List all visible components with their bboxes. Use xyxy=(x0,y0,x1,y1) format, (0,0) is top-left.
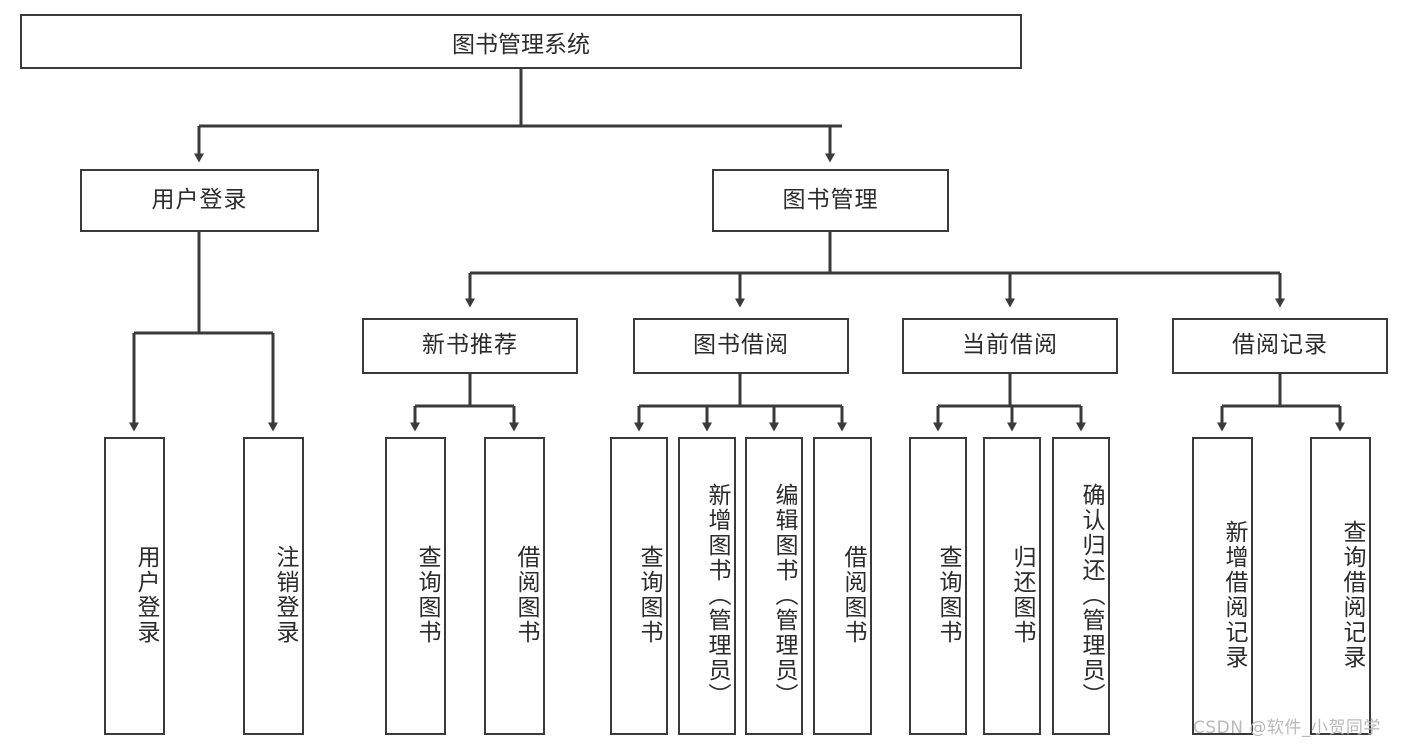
leaf-add-record-label: 新增借阅记录 xyxy=(1221,520,1247,670)
leaf-edit-book-label: 编辑图书（管理员） xyxy=(771,482,797,708)
node-user-login-label: 用户登录 xyxy=(151,186,248,213)
leaf-add-book-label: 新增图书（管理员） xyxy=(704,482,730,708)
leaf-query-book-2[interactable]: 查询图书 xyxy=(610,437,668,735)
leaf-user-login-label: 用户登录 xyxy=(133,545,159,645)
leaf-add-record[interactable]: 新增借阅记录 xyxy=(1192,437,1253,735)
leaf-query-record[interactable]: 查询借阅记录 xyxy=(1310,437,1371,735)
leaf-query-book-1-label: 查询图书 xyxy=(414,545,440,645)
leaf-borrow-book-2-label: 借阅图书 xyxy=(840,545,866,645)
leaf-query-record-label: 查询借阅记录 xyxy=(1339,520,1365,670)
leaf-borrow-book-1[interactable]: 借阅图书 xyxy=(484,437,545,735)
node-book-borrow-label: 图书借阅 xyxy=(693,332,789,359)
leaf-user-login[interactable]: 用户登录 xyxy=(104,437,165,735)
node-new-book-rec[interactable]: 新书推荐 xyxy=(362,318,578,374)
node-book-manage-label: 图书管理 xyxy=(782,186,879,213)
node-current-borrow[interactable]: 当前借阅 xyxy=(902,318,1118,374)
node-current-borrow-label: 当前借阅 xyxy=(962,332,1058,359)
leaf-query-book-3[interactable]: 查询图书 xyxy=(909,437,967,735)
node-new-book-rec-label: 新书推荐 xyxy=(422,332,518,359)
csdn-watermark: CSDN @软件_小贺同学 xyxy=(1193,718,1381,738)
leaf-query-book-3-label: 查询图书 xyxy=(935,545,961,645)
node-root-label: 图书管理系统 xyxy=(452,31,590,58)
leaf-borrow-book-1-label: 借阅图书 xyxy=(513,545,539,645)
leaf-edit-book[interactable]: 编辑图书（管理员） xyxy=(745,437,803,735)
leaf-return-book[interactable]: 归还图书 xyxy=(983,437,1041,735)
leaf-confirm-return[interactable]: 确认归还（管理员） xyxy=(1052,437,1110,735)
node-borrow-record-label: 借阅记录 xyxy=(1232,332,1328,359)
node-book-manage[interactable]: 图书管理 xyxy=(712,169,949,232)
leaf-query-book-1[interactable]: 查询图书 xyxy=(385,437,446,735)
node-borrow-record[interactable]: 借阅记录 xyxy=(1172,318,1388,374)
node-user-login[interactable]: 用户登录 xyxy=(80,169,319,232)
node-root[interactable]: 图书管理系统 xyxy=(20,14,1022,69)
leaf-confirm-return-label: 确认归还（管理员） xyxy=(1078,482,1104,708)
node-book-borrow[interactable]: 图书借阅 xyxy=(633,318,849,374)
leaf-logout-label: 注销登录 xyxy=(272,545,298,645)
leaf-logout[interactable]: 注销登录 xyxy=(243,437,304,735)
leaf-return-book-label: 归还图书 xyxy=(1009,545,1035,645)
leaf-borrow-book-2[interactable]: 借阅图书 xyxy=(813,437,872,735)
leaf-query-book-2-label: 查询图书 xyxy=(636,545,662,645)
leaf-add-book[interactable]: 新增图书（管理员） xyxy=(678,437,736,735)
